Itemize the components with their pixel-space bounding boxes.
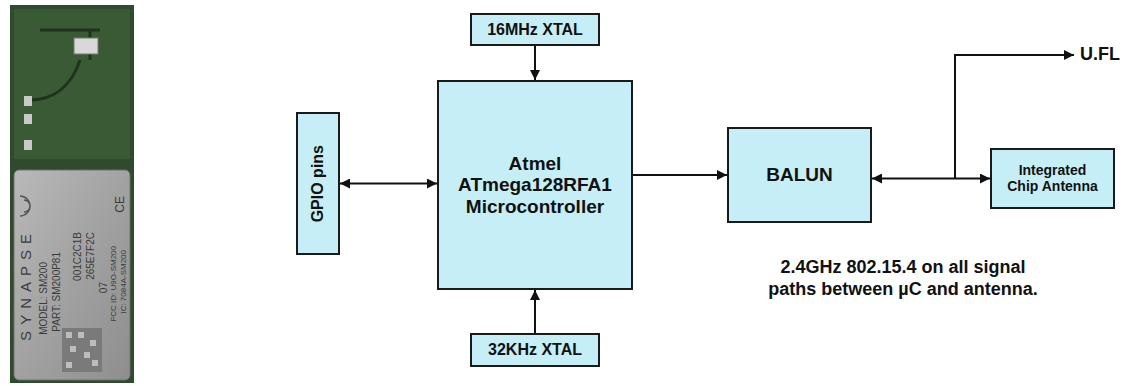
box-label: 16MHz XTAL bbox=[487, 21, 583, 39]
balun-box: BALUN bbox=[727, 127, 872, 223]
crystal-box: 32KHz XTAL bbox=[470, 333, 600, 367]
serial-text: 001C2C1B bbox=[72, 232, 83, 281]
fcc-text: FCC ID: U9O-SM200 bbox=[109, 246, 118, 322]
chip-antenna bbox=[74, 38, 98, 54]
antenna-box: Integrated Chip Antenna bbox=[990, 148, 1115, 209]
data-matrix bbox=[62, 328, 102, 372]
box-label: Integrated Chip Antenna bbox=[1003, 163, 1103, 194]
box-label: 32KHz XTAL bbox=[488, 341, 582, 359]
note-text: 2.4GHz 802.15.4 on all signal paths betw… bbox=[762, 257, 1044, 300]
rf-shield bbox=[14, 170, 130, 380]
box-label: GPIO pins bbox=[309, 145, 327, 222]
signal-arrow bbox=[534, 290, 536, 333]
ic-text: IC: 7084A-SM200 bbox=[119, 250, 128, 314]
signal-arrow bbox=[534, 46, 536, 80]
box-label: Atmel ATmega128RFA1 Microcontroller bbox=[448, 153, 623, 217]
signal-arrow bbox=[872, 178, 990, 180]
model-text: MODEL: SM200 bbox=[38, 262, 49, 335]
brand-mark: SYNAPSE bbox=[17, 228, 34, 341]
crystal-box: 16MHz XTAL bbox=[470, 13, 600, 46]
pcb bbox=[10, 5, 134, 383]
signal-arrow bbox=[633, 174, 727, 176]
serial-text: 07 bbox=[98, 282, 109, 293]
connector-label: U.FL bbox=[1080, 44, 1120, 65]
part-text: PART: SM200P81 bbox=[51, 252, 62, 332]
io-box: GPIO pins bbox=[296, 112, 340, 255]
mcu-box: Atmel ATmega128RFA1 Microcontroller bbox=[437, 80, 633, 290]
serial-text: 265E7F2C bbox=[85, 232, 96, 280]
ce-mark: CE bbox=[113, 196, 127, 213]
box-label: BALUN bbox=[766, 164, 833, 185]
antenna-area bbox=[14, 9, 130, 159]
signal-arrow bbox=[340, 183, 437, 185]
